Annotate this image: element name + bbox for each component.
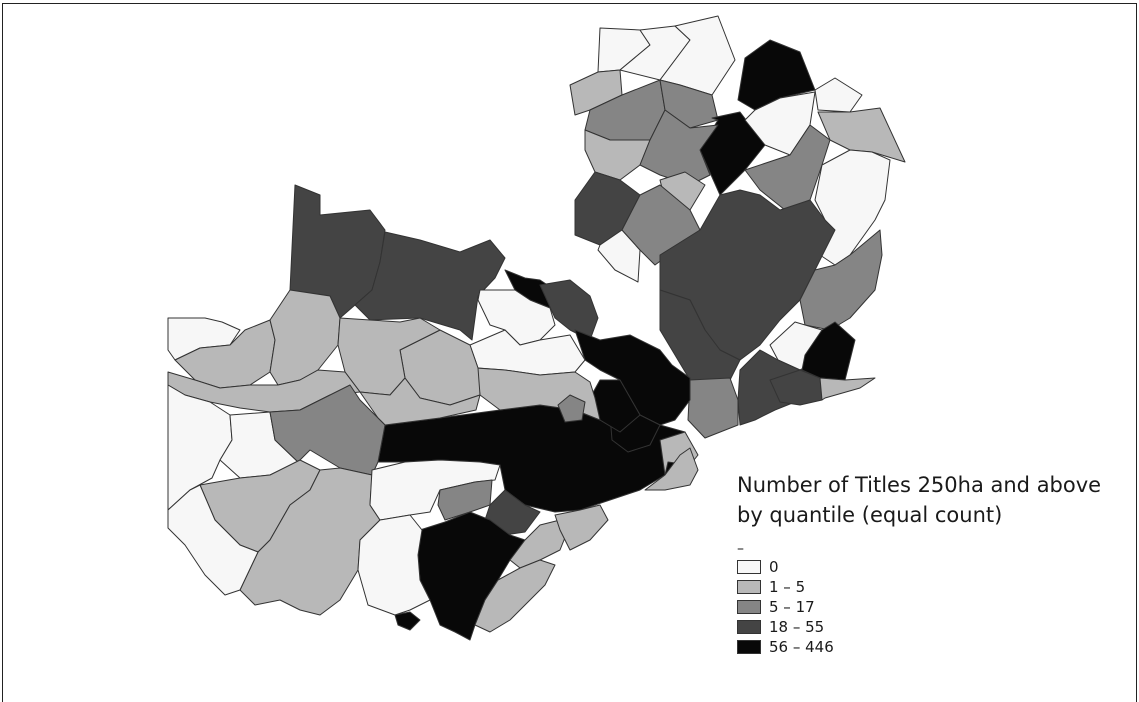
district-east-9 — [819, 377, 876, 401]
map-legend: Number of Titles 250ha and above by quan… — [737, 470, 1132, 656]
district-copperbelt-5 — [574, 329, 691, 426]
district-northwest-2 — [354, 231, 506, 341]
district-southern-5 — [357, 514, 431, 616]
legend-title: Number of Titles 250ha and above by quan… — [737, 473, 1102, 527]
legend-swatch — [737, 580, 761, 594]
map-frame — [2, 3, 1137, 702]
district-southern-8 — [394, 611, 421, 631]
district-west-12 — [167, 484, 259, 596]
district-southern-10 — [644, 447, 699, 491]
legend-swatch — [737, 620, 761, 634]
district-east-3 — [799, 229, 883, 331]
district-northeast-16 — [814, 149, 891, 266]
legend-swatch — [737, 600, 761, 614]
legend-item-class-0: 0 — [737, 558, 1132, 576]
district-northeast-12 — [584, 129, 651, 181]
legend-item-class-1: 1 – 5 — [737, 578, 1132, 596]
legend-item-class-3: 18 – 55 — [737, 618, 1132, 636]
legend-items: 0 1 – 5 5 – 17 18 – 55 56 – 446 — [737, 558, 1132, 656]
legend-swatch — [737, 640, 761, 654]
legend-item-label: 0 — [769, 558, 779, 576]
district-southern-9 — [554, 504, 609, 551]
legend-swatch — [737, 560, 761, 574]
district-west-4 — [337, 317, 441, 396]
district-copperbelt-2 — [539, 279, 599, 341]
district-southern-2 — [437, 479, 493, 521]
district-southern-7 — [474, 559, 556, 633]
legend-item-class-2: 5 – 17 — [737, 598, 1132, 616]
district-northeast-11 — [817, 107, 906, 163]
district-northeast-4 — [737, 39, 816, 111]
district-west-11 — [239, 467, 381, 616]
district-east-7 — [687, 377, 739, 439]
district-central-6 — [557, 394, 586, 423]
district-northeast-13 — [639, 109, 719, 186]
district-east-2 — [659, 289, 741, 381]
district-northeast-5 — [814, 77, 863, 113]
legend-header-mark: – — [737, 541, 744, 557]
district-east-5 — [801, 321, 856, 381]
legend-item-label: 1 – 5 — [769, 578, 806, 596]
legend-item-label: 18 – 55 — [769, 618, 825, 636]
legend-item-label: 5 – 17 — [769, 598, 815, 616]
legend-item-label: 56 – 446 — [769, 638, 834, 656]
legend-item-class-4: 56 – 446 — [737, 638, 1132, 656]
